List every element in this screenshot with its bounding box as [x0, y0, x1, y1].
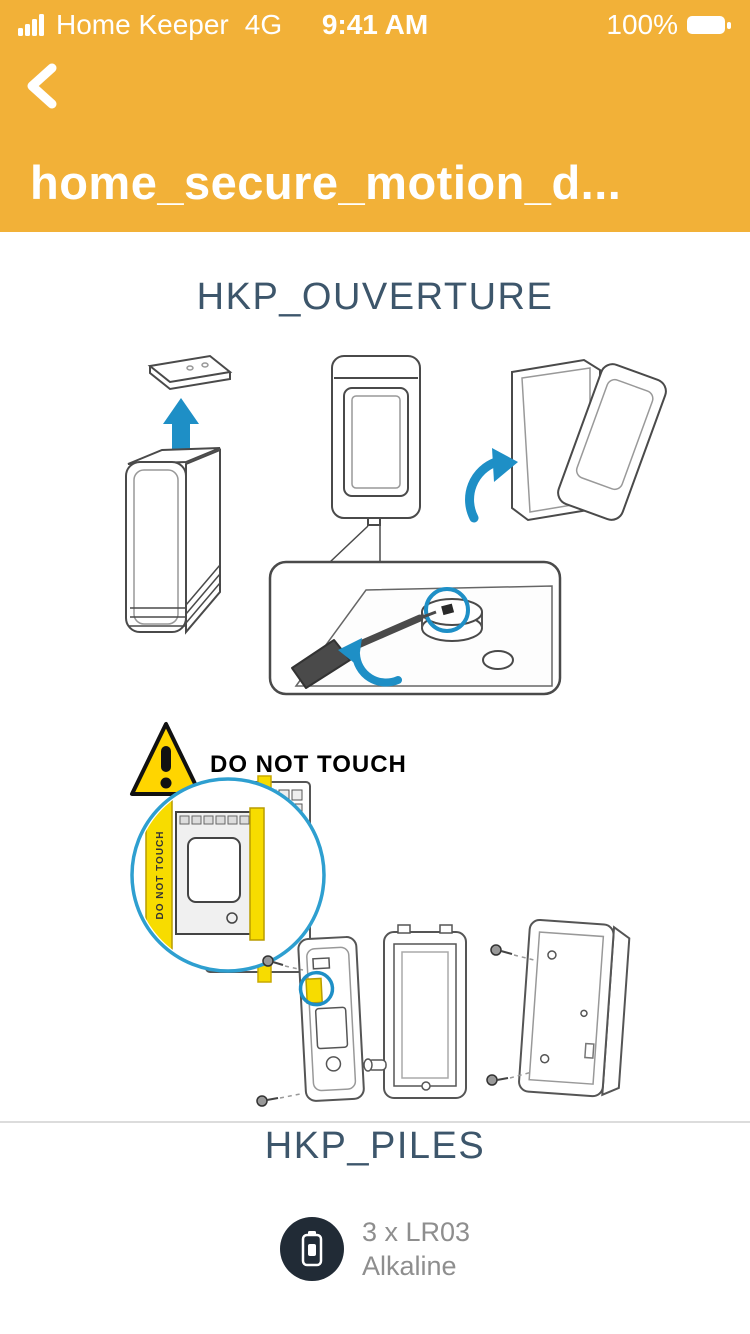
diagram-do-not-touch: DO NOT TOUCH DO NOT TOUCH: [130, 722, 631, 1107]
battery-badge: [279, 1217, 344, 1281]
document-viewer[interactable]: HKP_OUVERTURE: [0, 232, 750, 1334]
back-button[interactable]: [20, 62, 64, 110]
screw-icon: [490, 944, 535, 961]
rotate-arrow-icon: [465, 457, 501, 523]
clock-label: 9:41 AM: [321, 9, 429, 40]
screw-icon: [486, 1071, 533, 1086]
magnifier-contents: DO NOT TOUCH: [145, 799, 265, 951]
middle-frame-figure: [363, 924, 467, 1099]
battery-spec-text: 3 x LR03 Alkaline: [362, 1215, 470, 1283]
up-arrow-icon: [163, 398, 199, 452]
diagram-opening-steps: [125, 354, 667, 696]
back-plate-figure: [518, 919, 631, 1098]
section-title-piles: HKP_PILES: [264, 1125, 486, 1167]
carrier-label: Home Keeper: [56, 9, 229, 40]
page-title: home_secure_motion_d...: [30, 156, 622, 209]
warning-triangle-icon: [130, 722, 202, 796]
nav-row: [0, 44, 750, 110]
section-title-ouverture: HKP_OUVERTURE: [196, 276, 554, 318]
network-type-label: 4G: [244, 9, 283, 40]
screw-icon: [256, 1093, 301, 1107]
status-left: Home Keeper 4G: [18, 9, 282, 41]
highlight-circle: [424, 587, 470, 633]
status-right: 100%: [606, 9, 732, 41]
battery-glyph-icon: [301, 1231, 323, 1267]
screw-icon: [441, 603, 455, 616]
highlight-circle: [298, 970, 335, 1007]
do-not-touch-strip-zoom: [249, 807, 265, 941]
device-open-figure: [465, 358, 667, 523]
do-not-touch-tab-label: DO NOT TOUCH: [155, 830, 166, 919]
signal-strength-icon: [18, 13, 44, 36]
status-bar: Home Keeper 4G 9:41 AM 100%: [0, 0, 750, 44]
chevron-left-icon: [27, 63, 57, 109]
battery-icon: [687, 16, 731, 34]
screw-detail-inset: [268, 560, 562, 696]
device-cap-removal-figure: [125, 354, 233, 635]
battery-percent-label: 100%: [606, 9, 678, 40]
device-front-figure: [329, 355, 421, 563]
section-divider: [0, 1121, 750, 1123]
battery-spec-line2: Alkaline: [361, 1251, 457, 1281]
front-plate-figure: [297, 936, 365, 1102]
warning-label: DO NOT TOUCH: [210, 751, 407, 778]
nav-header: Home Keeper 4G 9:41 AM 100% home_secure_…: [0, 0, 750, 232]
battery-spec-line1: 3 x LR03: [361, 1217, 471, 1247]
battery-spec: 3 x LR03 Alkaline: [0, 1215, 750, 1283]
screw-icon: [262, 955, 304, 971]
